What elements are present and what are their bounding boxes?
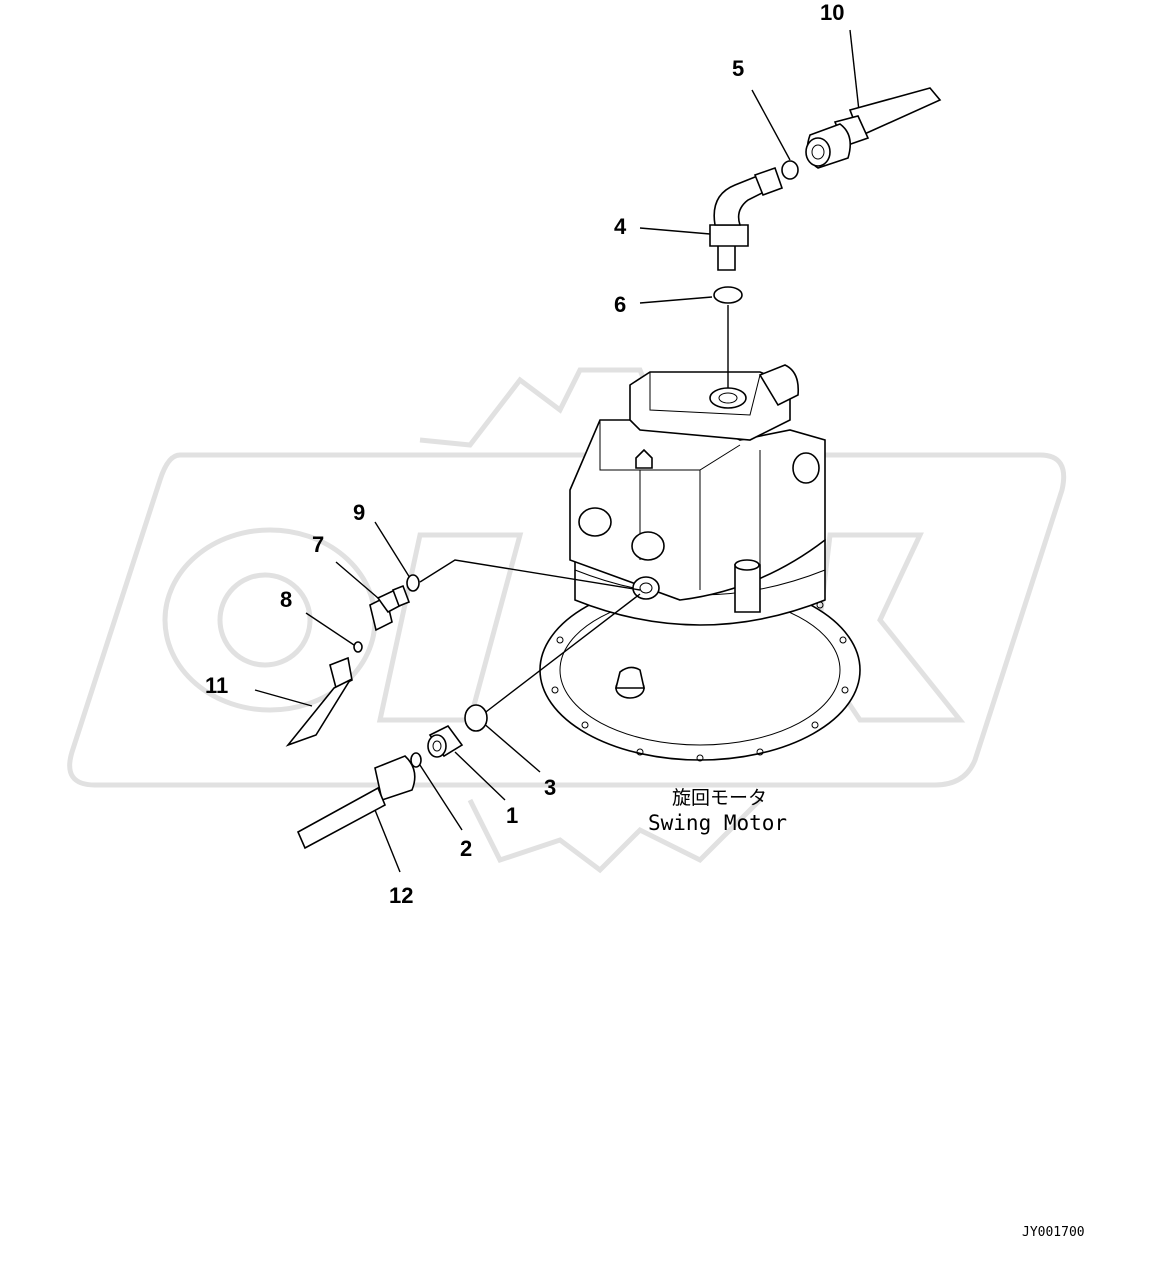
small-o-ring-icon (353, 641, 363, 653)
callout-8: 8 (280, 587, 292, 612)
flange-bolt-holes (551, 601, 849, 762)
leader-lines (254, 29, 861, 873)
callout-12: 12 (389, 883, 413, 908)
o-ring-icon (781, 160, 799, 180)
elbow-fitting-icon (369, 584, 411, 632)
caption-japanese: 旋回モータ (672, 787, 767, 809)
callout-4: 4 (614, 214, 627, 239)
callout-10: 10 (820, 0, 844, 25)
callouts: 10 5 4 6 9 7 8 11 3 1 2 12 (205, 0, 844, 908)
callout-1: 1 (506, 803, 518, 828)
o-ring-icon (406, 574, 420, 592)
callout-7: 7 (312, 532, 324, 557)
hose-icon (805, 87, 942, 169)
callout-2: 2 (460, 836, 472, 861)
callout-5: 5 (732, 56, 744, 81)
swing-motor (539, 364, 861, 762)
o-ring-icon (464, 704, 488, 732)
elbow-fitting-icon (709, 166, 784, 271)
callout-3: 3 (544, 775, 556, 800)
o-ring-icon (713, 286, 743, 304)
hose-icon (285, 656, 353, 747)
callout-11: 11 (205, 673, 228, 698)
callout-6: 6 (614, 292, 626, 317)
small-o-ring-icon (410, 752, 422, 768)
fitting-icon (427, 724, 464, 758)
drawing-code: JY001700 (1022, 1225, 1085, 1240)
hose-icon (296, 755, 416, 850)
caption-english: Swing Motor (648, 811, 787, 835)
callout-9: 9 (353, 500, 365, 525)
